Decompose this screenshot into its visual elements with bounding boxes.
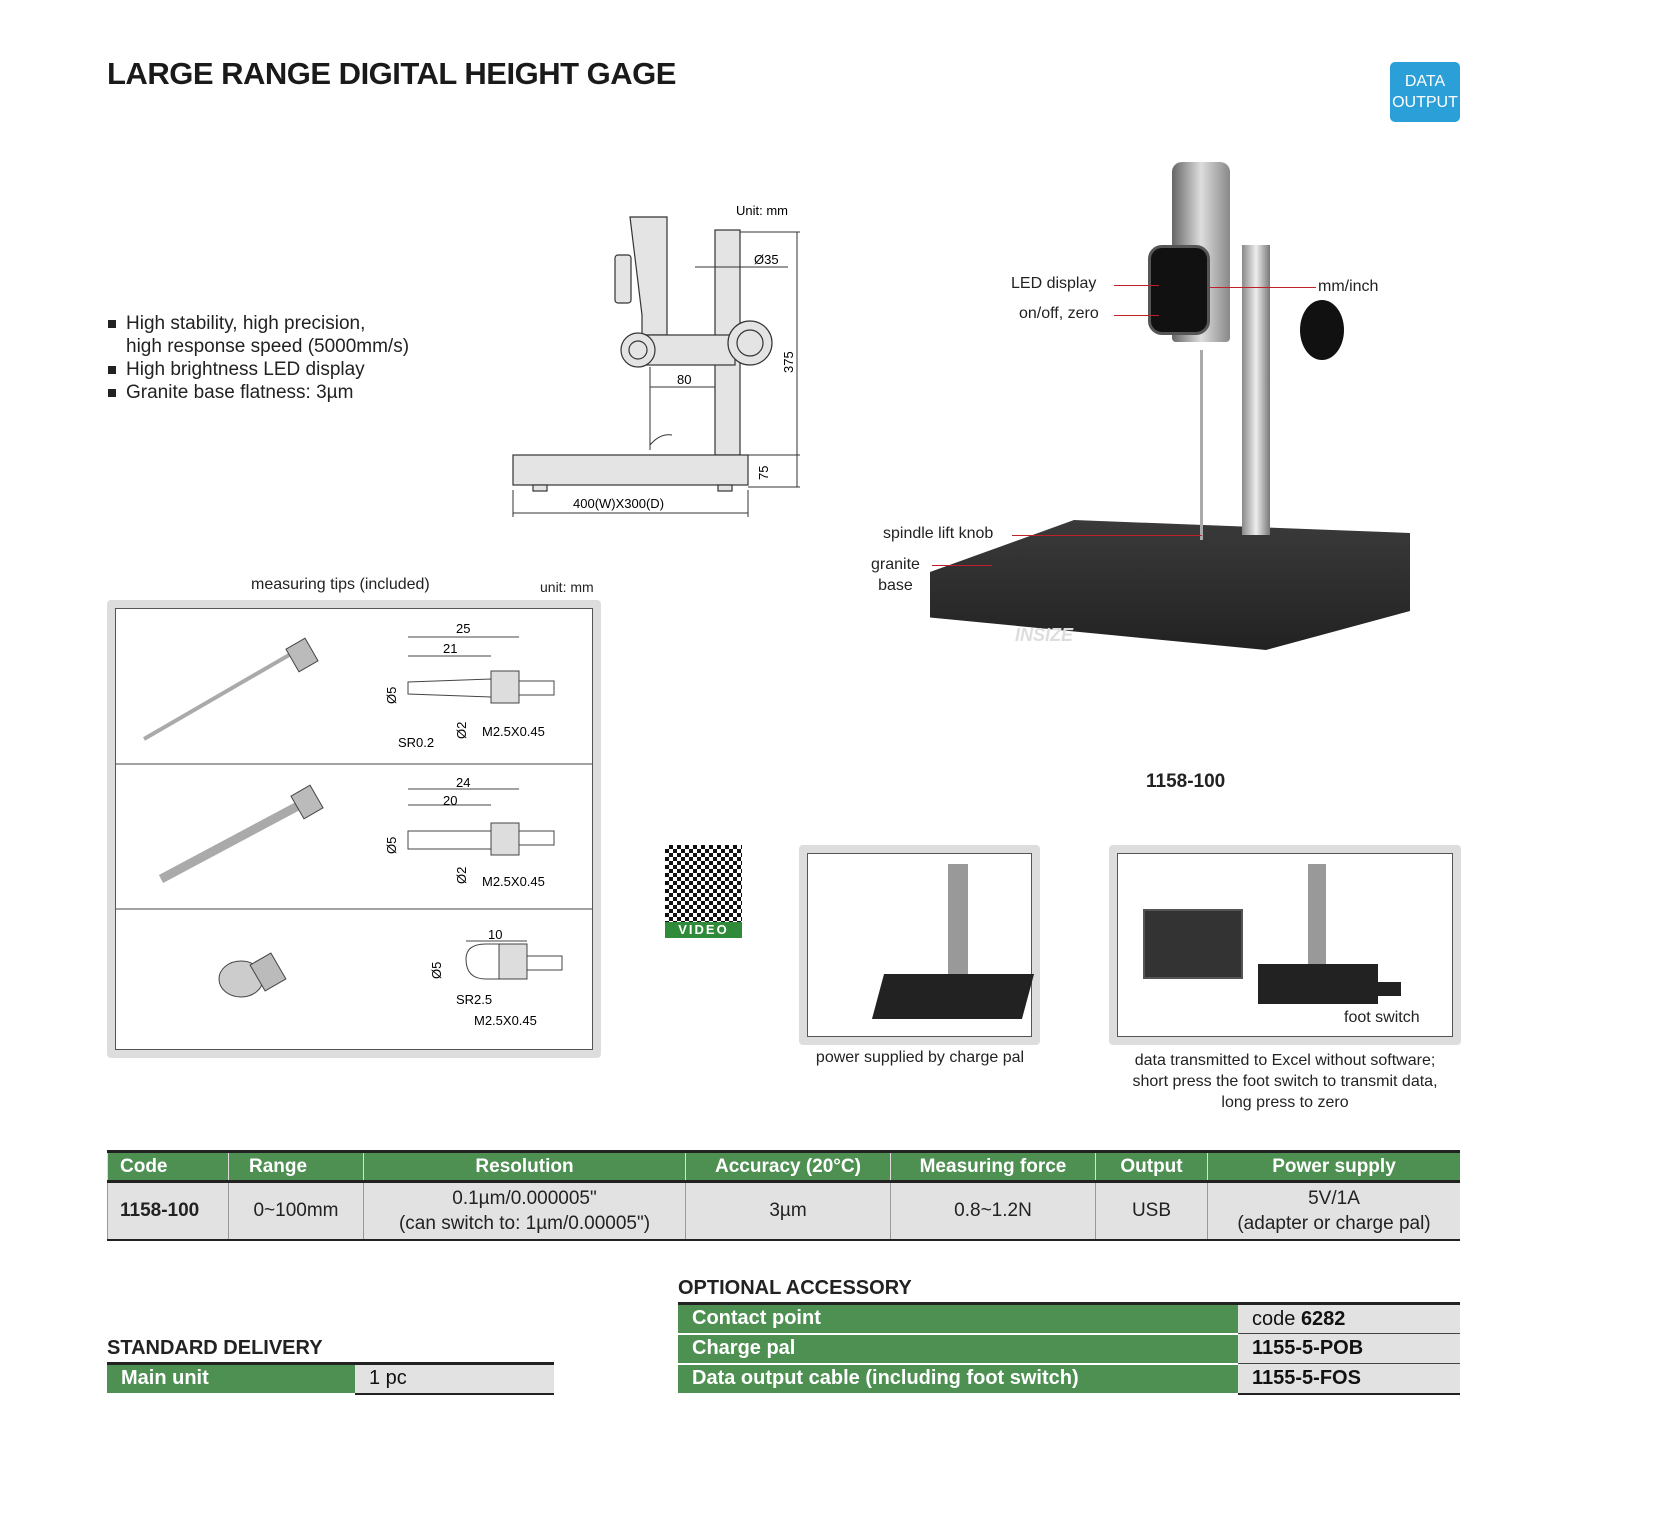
mminch-label: mm/inch — [1318, 278, 1379, 295]
page-title: LARGE RANGE DIGITAL HEIGHT GAGE — [107, 56, 676, 91]
granite-label-1: granite — [871, 556, 920, 573]
col-resolution: Resolution — [363, 1150, 686, 1183]
table-header: Code Range Resolution Accuracy (20°C) Me… — [107, 1150, 1460, 1183]
model-number: 1158-100 — [1146, 771, 1226, 792]
tip1-length2: 21 — [443, 641, 457, 656]
granite-label: granite base — [871, 554, 920, 596]
qr-code[interactable] — [665, 845, 742, 923]
power-line1: 5V/1A — [1308, 1187, 1360, 1209]
accessory-code: 1155-5-FOS — [1238, 1363, 1460, 1394]
base-height-label: 75 — [756, 466, 771, 480]
onoff-label: on/off, zero — [1019, 305, 1099, 322]
spec-table: Code Range Resolution Accuracy (20°C) Me… — [107, 1150, 1460, 1241]
data-output-badge: DATA OUTPUT — [1390, 62, 1460, 122]
tip2-thread: M2.5X0.45 — [482, 874, 545, 889]
cell-resolution: 0.1µm/0.000005" (can switch to: 1µm/0.000… — [363, 1181, 686, 1241]
spindle-knob-label: spindle lift knob — [883, 525, 994, 542]
diameter-label: Ø35 — [754, 252, 779, 267]
insize-logo: INSIZE — [1015, 625, 1074, 645]
code-value: 6282 — [1300, 1307, 1346, 1330]
excel-caption: data transmitted to Excel without softwa… — [1100, 1050, 1470, 1113]
tip1-length: 25 — [456, 621, 470, 636]
cell-power: 5V/1A (adapter or charge pal) — [1207, 1181, 1460, 1241]
granite-label-2: base — [878, 577, 913, 594]
product-photo: INSIZE — [900, 150, 1420, 720]
code-prefix: code — [1252, 1307, 1301, 1330]
spindle — [1200, 350, 1203, 540]
delivery-qty: 1 pc — [355, 1363, 554, 1394]
tip1-sr: SR0.2 — [398, 735, 434, 750]
badge-line1: DATA — [1404, 73, 1446, 90]
accessory-name: Charge pal — [678, 1333, 1238, 1365]
tip2-length2: 20 — [443, 793, 457, 808]
col-code: Code — [107, 1150, 229, 1183]
granite-base — [930, 520, 1410, 650]
tip3-length: 10 — [488, 927, 502, 942]
tip2-dia2: Ø2 — [454, 867, 469, 884]
tip2-length: 24 — [456, 775, 470, 790]
tip3-thread: M2.5X0.45 — [474, 1013, 537, 1028]
tip1-thread: M2.5X0.45 — [482, 724, 545, 739]
tips-unit: unit: mm — [540, 579, 594, 595]
col-output: Output — [1095, 1150, 1208, 1183]
table-row: 1158-100 0~100mm 0.1µm/0.000005" (can swi… — [107, 1181, 1460, 1241]
video-label: VIDEO — [665, 922, 742, 938]
accessory-name: Data output cable (including foot switch… — [678, 1363, 1238, 1395]
tip2-dia: Ø5 — [384, 837, 399, 854]
tip1-dia: Ø5 — [384, 687, 399, 704]
caption-line: long press to zero — [1221, 1094, 1349, 1111]
excel-photo: foot switch — [1109, 845, 1461, 1045]
tip1-dia2: Ø2 — [454, 722, 469, 739]
unit-label: Unit: mm — [736, 203, 788, 218]
accessory-code: code 6282 — [1238, 1303, 1460, 1334]
table-row: Data output cable (including foot switch… — [678, 1363, 1460, 1395]
charge-pal-photo — [799, 845, 1040, 1045]
badge-line2: OUTPUT — [1392, 94, 1458, 111]
column — [1242, 245, 1270, 535]
feature-item: High brightness LED display — [108, 358, 409, 381]
arm-knob — [1300, 300, 1344, 360]
res-line1: 0.1µm/0.000005" — [452, 1187, 597, 1209]
feature-item: High stability, high precision, — [108, 312, 409, 335]
cell-range: 0~100mm — [228, 1181, 364, 1241]
feature-item-cont: high response speed (5000mm/s) — [126, 336, 410, 357]
base-size-label: 400(W)X300(D) — [573, 496, 664, 511]
cell-force: 0.8~1.2N — [890, 1181, 1096, 1241]
power-line2: (adapter or charge pal) — [1237, 1212, 1431, 1234]
cell-accuracy: 3µm — [685, 1181, 891, 1241]
col-force: Measuring force — [890, 1150, 1096, 1183]
accessory-code: 1155-5-POB — [1238, 1333, 1460, 1364]
feature-list: High stability, high precision, high res… — [108, 312, 409, 404]
feature-item: Granite base flatness: 3µm — [108, 381, 409, 404]
delivery-item: Main unit — [107, 1363, 355, 1395]
tips-panel: 25 21 Ø5 Ø2 SR0.2 M2.5X0.45 24 20 Ø5 Ø2 … — [107, 600, 601, 1058]
tips-drawings: 25 21 Ø5 Ø2 SR0.2 M2.5X0.45 24 20 Ø5 Ø2 … — [116, 621, 592, 1028]
cell-code: 1158-100 — [107, 1181, 229, 1241]
res-line2: (can switch to: 1µm/0.00005") — [398, 1212, 651, 1234]
led-display-label: LED display — [1011, 275, 1097, 292]
height-label: 375 — [781, 351, 796, 373]
col-power: Power supply — [1207, 1150, 1460, 1183]
col-accuracy: Accuracy (20°C) — [685, 1150, 891, 1183]
reach-label: 80 — [677, 372, 691, 387]
col-range: Range — [228, 1150, 364, 1183]
tip3-dia: Ø5 — [429, 962, 444, 979]
tip3-sr: SR2.5 — [456, 992, 492, 1007]
cell-output: USB — [1095, 1181, 1208, 1241]
display — [1148, 245, 1210, 335]
caption-line: data transmitted to Excel without softwa… — [1134, 1052, 1436, 1069]
accessory-name: Contact point — [678, 1303, 1238, 1335]
optional-accessory-title: OPTIONAL ACCESSORY — [678, 1277, 912, 1299]
dimension-drawing: Unit: mm Ø35 80 375 75 400(W)X300(D) — [512, 203, 800, 517]
standard-delivery-title: STANDARD DELIVERY — [107, 1337, 323, 1359]
foot-switch-label: foot switch — [1344, 1009, 1420, 1026]
caption-line: short press the foot switch to transmit … — [1132, 1073, 1438, 1090]
charge-pal-caption: power supplied by charge pal — [815, 1049, 1025, 1066]
tips-title: measuring tips (included) — [251, 576, 430, 593]
